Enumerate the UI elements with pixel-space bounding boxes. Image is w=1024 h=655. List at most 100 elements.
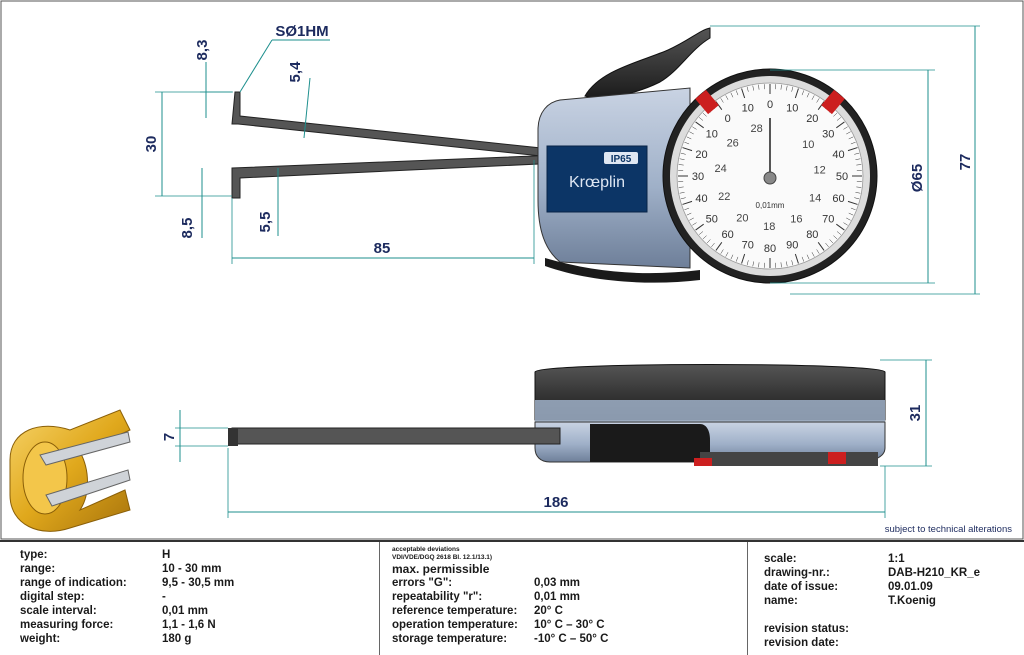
side-knurl xyxy=(700,452,878,466)
dial-outer-number: 30 xyxy=(692,171,704,183)
spec-label: storage temperature: xyxy=(392,632,507,646)
dial-outer-number: 40 xyxy=(695,193,707,205)
spec-value: DAB-H210_KR_e xyxy=(888,566,980,580)
dim-77: 77 xyxy=(957,154,974,171)
side-tol-mark-2 xyxy=(828,452,846,464)
spec-value: 1,1 - 1,6 N xyxy=(162,618,216,632)
spec-value: 0,03 mm xyxy=(534,576,580,590)
dim-186: 186 xyxy=(543,494,568,511)
dial-inner-number: 14 xyxy=(809,192,821,204)
dial-outer-number: 10 xyxy=(742,103,754,115)
deviation-standard: VDI/VDE/DGQ 2618 Bl. 12.1/13.1) xyxy=(392,554,747,562)
spec-label: range of indication: xyxy=(20,576,127,590)
dial-outer-number: 60 xyxy=(722,229,734,241)
side-tol-mark-1 xyxy=(694,458,712,466)
dial-inner-number: 26 xyxy=(727,138,739,150)
spec-value: 9,5 - 30,5 mm xyxy=(162,576,234,590)
spec-label: range: xyxy=(20,562,55,576)
detail-measuring-ring xyxy=(10,410,130,531)
dial-outer-number: 0 xyxy=(767,99,773,111)
dim-65: Ø65 xyxy=(909,164,926,192)
dial-pointer-hub xyxy=(764,172,776,184)
dial-outer-number: 20 xyxy=(806,113,818,125)
dial-outer-number: 70 xyxy=(822,213,834,225)
spec-value: 180 g xyxy=(162,632,191,646)
spec-label: drawing-nr.: xyxy=(764,566,830,580)
spec-label: errors "G": xyxy=(392,576,452,590)
spec-value: 10 - 30 mm xyxy=(162,562,221,576)
spec-value: H xyxy=(162,548,170,562)
spec-value: 20° C xyxy=(534,604,563,618)
dim-85: 85 xyxy=(374,240,391,257)
dial-outer-number: 0 xyxy=(725,113,731,125)
spec-column-right: scale: 1:1 drawing-nr.: DAB-H210_KR_e date… xyxy=(748,542,1024,655)
dim-5-4: 5,4 xyxy=(287,61,304,83)
dial-outer-number: 50 xyxy=(706,213,718,225)
dial-outer-number: 80 xyxy=(764,243,776,255)
spec-label: type: xyxy=(20,548,47,562)
dial-inner-number: 16 xyxy=(790,213,802,225)
spec-label: measuring force: xyxy=(20,618,113,632)
dial-outer-number: 30 xyxy=(822,129,834,141)
title-block: type: H range: 10 - 30 mm range of indicat… xyxy=(0,540,1024,653)
spec-label: scale interval: xyxy=(20,604,97,618)
dial-outer-number: 90 xyxy=(786,239,798,251)
spec-value: 0,01 mm xyxy=(162,604,208,618)
dim-8-3: 8,3 xyxy=(194,40,211,61)
spec-label: operation temperature: xyxy=(392,618,518,632)
spec-label: repeatability "r": xyxy=(392,590,482,604)
dim-5-5: 5,5 xyxy=(257,212,274,233)
spec-label: weight: xyxy=(20,632,60,646)
spec-label: reference temperature: xyxy=(392,604,517,618)
spec-value: 0,01 mm xyxy=(534,590,580,604)
dial-outer-number: 20 xyxy=(695,149,707,161)
dial-inner-number: 10 xyxy=(802,139,814,151)
spec-value: T.Koenig xyxy=(888,594,936,608)
dim-leader-sohm xyxy=(240,40,272,92)
spec-column-left: type: H range: 10 - 30 mm range of indicat… xyxy=(0,542,380,655)
dial-outer-number: 70 xyxy=(742,239,754,251)
actuating-lever xyxy=(585,28,710,100)
ip-badge: IP65 xyxy=(611,154,632,165)
side-tips xyxy=(228,428,238,446)
dial-outer-number: 80 xyxy=(806,229,818,241)
dial-inner-number: 18 xyxy=(763,221,775,233)
dim-30: 30 xyxy=(143,136,160,153)
dial-unit: 0,01mm xyxy=(756,201,785,210)
spec-value: 09.01.09 xyxy=(888,580,933,594)
spec-value: 1:1 xyxy=(888,552,905,566)
dial-outer-number: 60 xyxy=(832,193,844,205)
dim-7: 7 xyxy=(161,433,178,441)
spec-label: date of issue: xyxy=(764,580,838,594)
lower-measuring-arm xyxy=(232,155,560,198)
dim-31: 31 xyxy=(907,405,924,422)
dial-inner-number: 24 xyxy=(714,163,726,175)
dial-outer-number: 40 xyxy=(832,149,844,161)
side-arms xyxy=(232,428,560,444)
dim-sohm: SØ1HM xyxy=(275,23,328,40)
dial-outer-number: 50 xyxy=(836,171,848,183)
side-body-top xyxy=(535,400,885,422)
upper-measuring-arm xyxy=(232,92,560,158)
brand-logo: Krœplin xyxy=(569,174,625,191)
dial-inner-number: 12 xyxy=(813,165,825,177)
spec-label: name: xyxy=(764,594,798,608)
spec-label: revision status: xyxy=(764,622,849,636)
dial-outer-number: 10 xyxy=(706,129,718,141)
spec-label: digital step: xyxy=(20,590,85,604)
deviation-header: acceptable deviations xyxy=(392,546,747,554)
dim-8-5: 8,5 xyxy=(179,218,196,239)
spec-label: scale: xyxy=(764,552,797,566)
spec-column-middle: acceptable deviations VDI/VDE/DGQ 2618 B… xyxy=(380,542,748,655)
dial-outer-number: 10 xyxy=(786,103,798,115)
max-permissible-title: max. permissible xyxy=(392,562,747,576)
alteration-note: subject to technical alterations xyxy=(885,524,1012,535)
dial-inner-number: 28 xyxy=(750,123,762,135)
dial-inner-number: 22 xyxy=(718,191,730,203)
spec-value: 10° C – 30° C xyxy=(534,618,605,632)
spec-value: -10° C – 50° C xyxy=(534,632,608,646)
side-lever xyxy=(590,424,710,462)
spec-value: - xyxy=(162,590,166,604)
